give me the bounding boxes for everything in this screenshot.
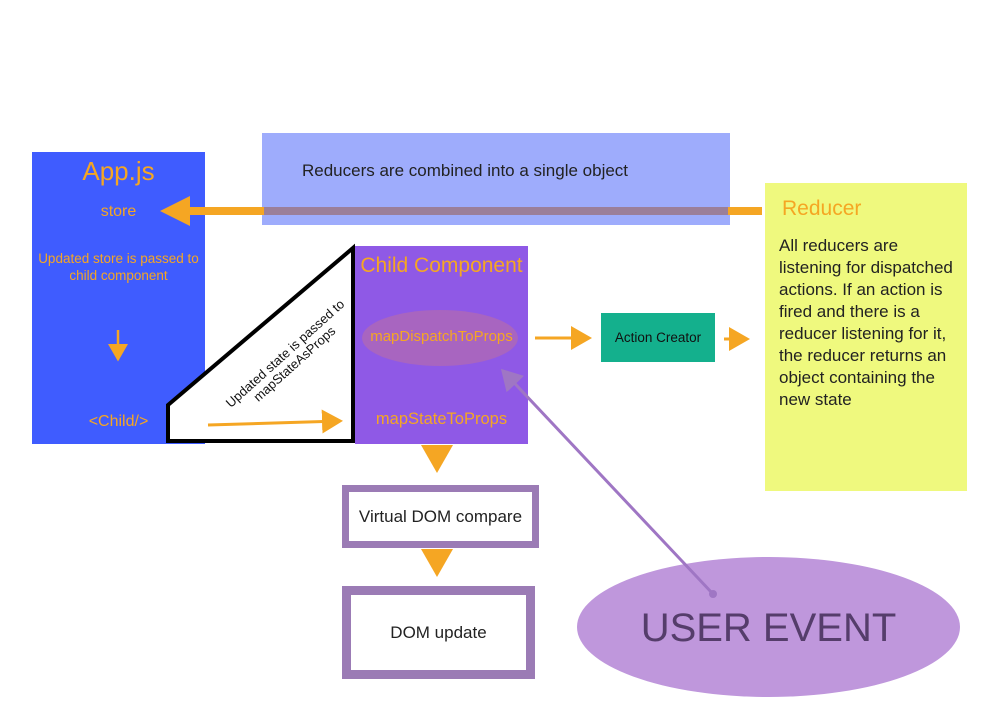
user-event-to-dispatch-arrow xyxy=(500,368,715,596)
dom-update-box: DOM update xyxy=(342,586,535,679)
map-state-to-props-label: mapStateToProps xyxy=(375,410,508,428)
user-event-ellipse xyxy=(577,557,960,697)
child-to-state-arrow xyxy=(207,409,343,434)
store-passed-text: Updated store is passed to child compone… xyxy=(38,251,199,283)
state-triangle xyxy=(166,243,355,443)
app-js-box xyxy=(32,152,205,444)
reducers-combined-text: Reducers are combined into a single obje… xyxy=(302,161,629,180)
user-event-label: USER EVENT xyxy=(640,606,897,650)
child-tag-label: <Child/> xyxy=(88,413,149,430)
action-creator-box: Action Creator xyxy=(601,313,715,362)
reducer-box xyxy=(765,183,967,491)
reducer-title: Reducer xyxy=(782,197,862,220)
map-dispatch-ellipse xyxy=(362,310,518,366)
user-event-arrow-origin xyxy=(709,590,717,598)
virtual-dom-compare-box: Virtual DOM compare xyxy=(342,485,539,548)
child-component-title: Child Component xyxy=(360,254,523,277)
app-js-title: App.js xyxy=(82,156,155,186)
store-label: store xyxy=(100,203,137,220)
reducer-to-store-arrowhead xyxy=(160,196,190,226)
reducer-description: All reducers are listening for dispatche… xyxy=(779,236,953,409)
map-dispatch-to-props-label: mapDispatchToProps xyxy=(370,328,513,345)
